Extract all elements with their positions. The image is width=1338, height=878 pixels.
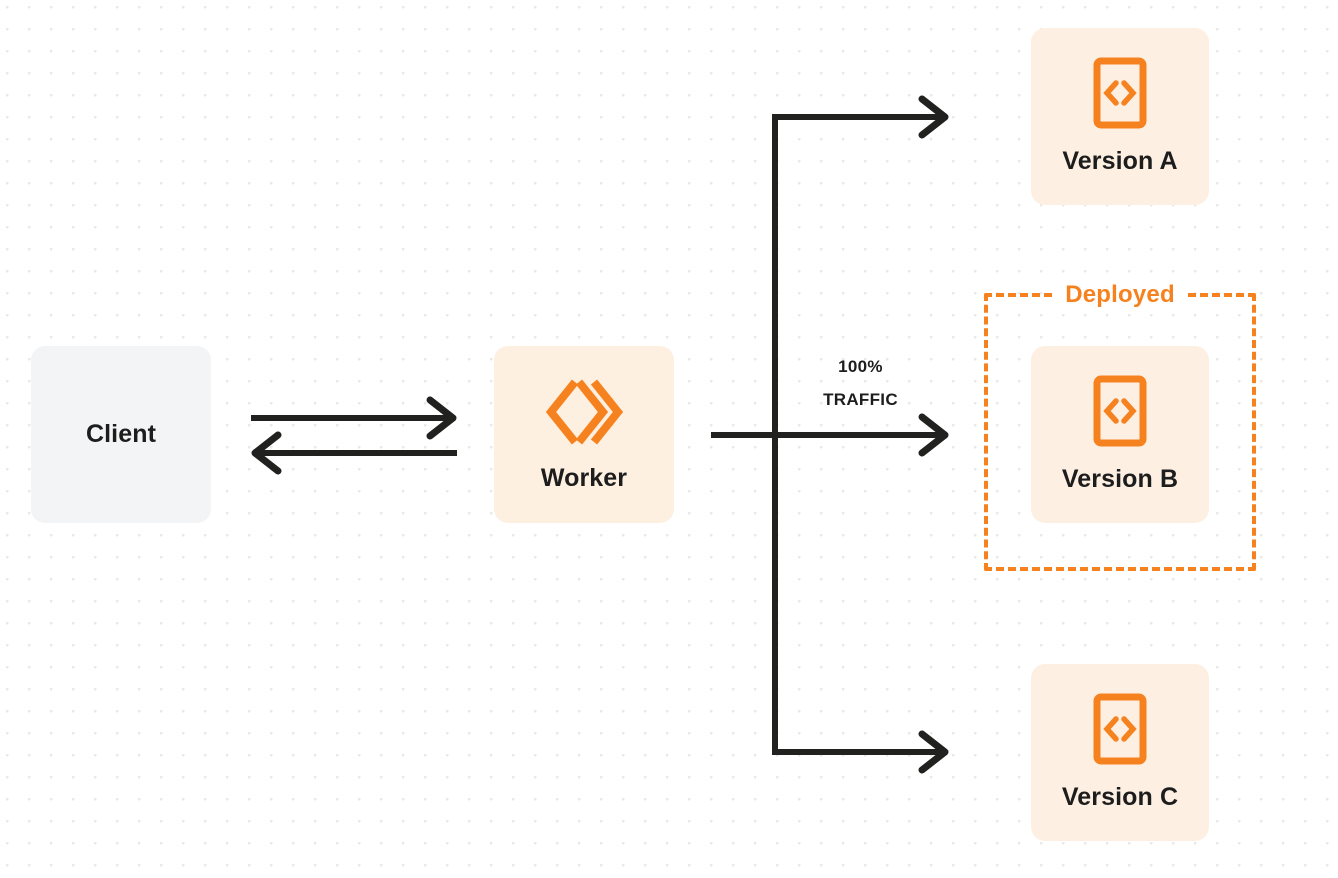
node-version-a[interactable]: Version A <box>1031 28 1209 205</box>
node-worker[interactable]: Worker <box>494 346 674 523</box>
code-file-icon <box>1092 57 1148 129</box>
version-c-label: Version C <box>1061 783 1179 811</box>
version-a-label: Version A <box>1062 147 1178 175</box>
edge-worker-to-client <box>251 431 457 475</box>
version-b-label: Version B <box>1061 465 1179 493</box>
traffic-label: 100% TRAFFIC <box>793 350 928 416</box>
node-version-c[interactable]: Version C <box>1031 664 1209 841</box>
worker-label: Worker <box>540 464 628 492</box>
edge-to-version-a <box>772 95 949 139</box>
deployed-group-label: Deployed <box>1054 281 1186 309</box>
deployed-group-frame: Deployed <box>984 281 1256 571</box>
cloudflare-workers-icon <box>545 376 624 448</box>
code-file-icon <box>1092 693 1148 765</box>
edge-client-to-worker <box>251 396 457 440</box>
client-label: Client <box>85 420 157 448</box>
edge-worker-trunk <box>711 114 778 755</box>
edge-to-version-c <box>772 730 949 774</box>
edge-to-version-b <box>772 413 949 457</box>
traffic-unit: TRAFFIC <box>823 390 898 409</box>
code-file-icon <box>1092 375 1148 447</box>
node-client[interactable]: Client <box>31 346 211 523</box>
node-version-b[interactable]: Version B <box>1031 346 1209 523</box>
traffic-percent: 100% <box>838 357 883 376</box>
